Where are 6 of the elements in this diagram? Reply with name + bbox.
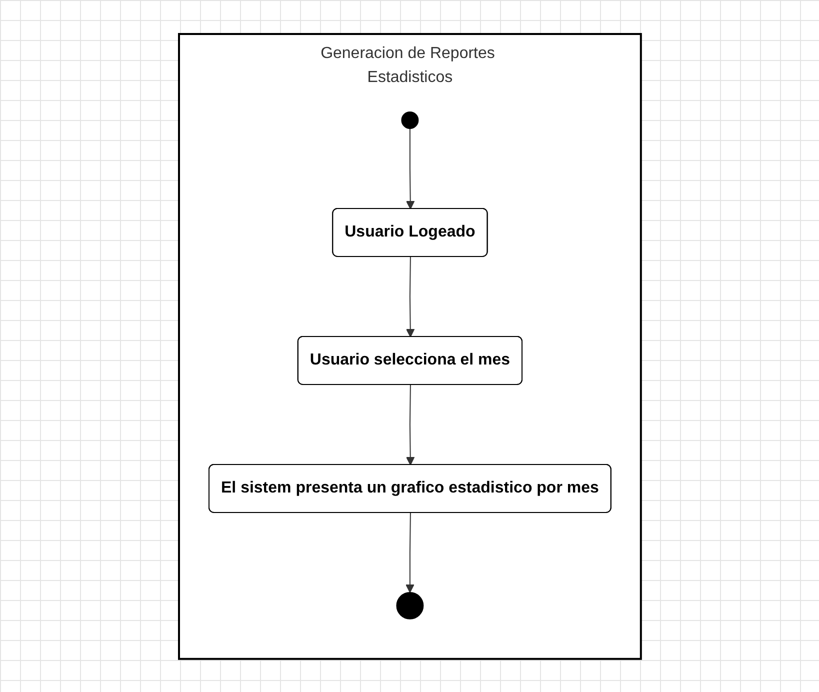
node-circle: [396, 592, 424, 619]
node-circle: [400, 111, 418, 128]
arrow: [406, 128, 414, 209]
arrow: [406, 384, 414, 465]
arrow: [406, 256, 414, 337]
arrow: [405, 512, 414, 592]
